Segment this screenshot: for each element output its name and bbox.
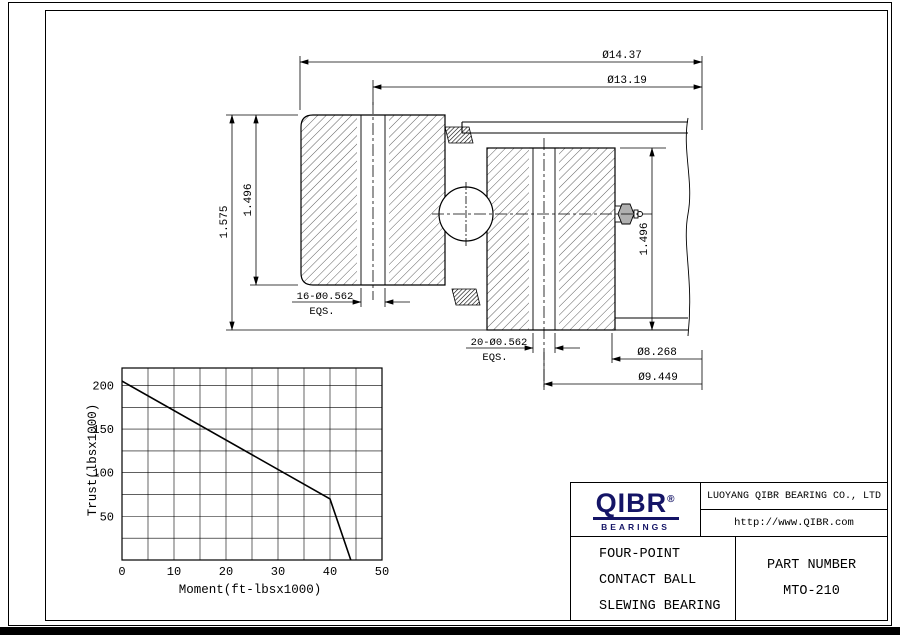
dim-outer-ring-height: 1.496 xyxy=(243,183,255,216)
title-block-header-row: QIBR® BEARINGS LUOYANG QIBR BEARING CO.,… xyxy=(571,483,887,537)
logo-text: QIBR xyxy=(595,488,668,518)
dim-outer-holes-eqs: EQS. xyxy=(309,306,334,318)
seals xyxy=(444,126,481,306)
part-number-cell: PART NUMBER MTO-210 xyxy=(736,537,887,620)
chart-grid-and-series: 0 10 20 30 40 50 50 100 150 200 xyxy=(92,368,389,579)
load-chart: 0 10 20 30 40 50 50 100 150 200 Moment(ft-lbsx100… xyxy=(86,367,389,597)
dim-outer-holes: 16-Ø0.562 xyxy=(297,291,354,303)
chart-x-tick-label: 10 xyxy=(167,565,181,579)
product-line-1: FOUR-POINT xyxy=(599,547,681,562)
chart-x-tick-label: 20 xyxy=(219,565,233,579)
company-info-cell: LUOYANG QIBR BEARING CO., LTD http://www… xyxy=(701,483,887,536)
drawing-frame xyxy=(45,10,888,621)
mounting-structure-lines xyxy=(461,117,691,337)
chart-x-tick-label: 30 xyxy=(271,565,285,579)
part-number-value: MTO-210 xyxy=(783,584,840,599)
registered-trademark-icon: ® xyxy=(667,494,676,505)
dim-inner-bolt-circle: Ø9.449 xyxy=(638,372,678,384)
inner-ring-section xyxy=(486,147,616,331)
company-name: LUOYANG QIBR BEARING CO., LTD xyxy=(701,483,887,510)
dim-inner-holes: 20-Ø0.562 xyxy=(471,337,528,349)
sheet-bottom-edge xyxy=(0,627,900,635)
break-line xyxy=(685,117,691,337)
chart-x-tick-label: 40 xyxy=(323,565,337,579)
dim-inner-ring-height: 1.496 xyxy=(639,222,651,255)
chart-y-tick-label: 150 xyxy=(92,423,114,437)
company-logo: QIBR® BEARINGS xyxy=(571,483,701,536)
paper-edge-border xyxy=(8,2,892,626)
chart-y-axis-label: Trust(lbsx1000) xyxy=(86,404,100,517)
title-block-detail-row: FOUR-POINT CONTACT BALL SLEWING BEARING … xyxy=(571,537,887,620)
part-number-label: PART NUMBER xyxy=(766,558,857,573)
lower-seal xyxy=(451,288,481,306)
dim-inner-diameter: Ø8.268 xyxy=(637,347,677,359)
chart-x-tick-label: 0 xyxy=(118,565,125,579)
chart-y-tick-label: 200 xyxy=(92,379,114,393)
product-line-2: CONTACT BALL xyxy=(599,573,697,588)
product-line-3: SLEWING BEARING xyxy=(599,599,721,614)
outer-ring-section xyxy=(300,114,446,286)
dim-outer-diameter: Ø14.37 xyxy=(602,50,642,62)
title-block: QIBR® BEARINGS LUOYANG QIBR BEARING CO.,… xyxy=(570,482,888,621)
chart-x-tick-label: 50 xyxy=(375,565,389,579)
logo-underline xyxy=(592,517,679,520)
dim-inner-holes-eqs: EQS. xyxy=(482,352,507,364)
chart-series-line xyxy=(121,380,352,561)
chart-x-axis-label: Moment(ft-lbsx1000) xyxy=(179,583,322,597)
logo-subtext: BEARINGS xyxy=(601,522,670,532)
centerlines xyxy=(372,102,652,390)
chart-y-tick-label: 50 xyxy=(100,510,114,524)
upper-seal xyxy=(444,126,474,144)
dimension-annotations: Ø14.37 Ø13.19 1.575 1.496 1.496 16-Ø0.56… xyxy=(219,50,703,390)
dim-outer-bolt-circle: Ø13.19 xyxy=(607,75,647,87)
chart-y-tick-label: 100 xyxy=(92,467,114,481)
product-description: FOUR-POINT CONTACT BALL SLEWING BEARING xyxy=(571,537,736,620)
company-website: http://www.QIBR.com xyxy=(734,517,854,529)
chart-plot-border xyxy=(121,367,383,561)
dim-total-height: 1.575 xyxy=(219,205,231,238)
